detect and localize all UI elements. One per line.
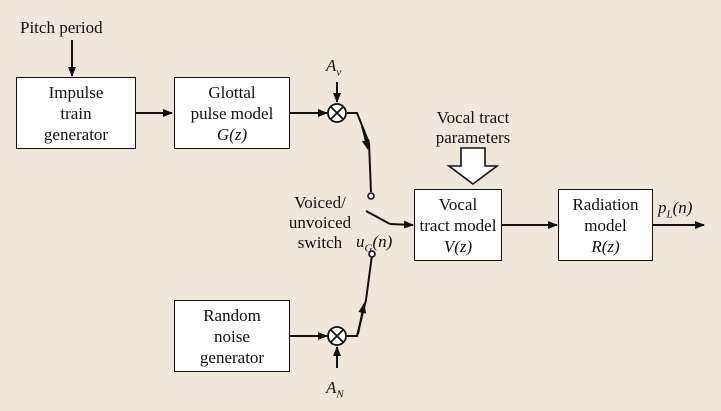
switch-line-3: switch [297,233,343,252]
impulse-line-2: train [60,103,92,123]
ug-base: u [356,232,365,251]
noise-line-1: Random [203,305,261,325]
parameters-hollow-arrow [446,147,500,185]
random-noise-generator-block: Random noise generator [174,300,290,372]
switch-contact-voiced [367,192,375,200]
radiation-transfer-function: R(z) [591,236,620,256]
voiced-path-line [347,112,372,193]
glottal-line-1: Glottal [208,82,256,102]
output-arg: (n) [672,198,693,217]
glottal-transfer-function: G(z) [216,124,248,144]
unvoiced-multiplier [327,326,347,346]
switch-to-vocal-arrow [389,220,414,229]
impulse-line-3: generator [43,124,109,144]
switch-contact-unvoiced [368,250,376,258]
impulse-line-1: Impulse [48,82,104,102]
vocal-line-1: Vocal [438,194,478,214]
av-sub: v [336,66,342,79]
switch-line-1: Voiced/ [294,193,346,212]
switch-label: Voiced/ unvoiced switch [272,193,368,253]
switch-line-2: unvoiced [288,213,352,232]
pitch-period-label: Pitch period [20,18,103,37]
vocal-transfer-function: V(z) [443,236,473,256]
unvoiced-path-arrow [357,303,367,335]
switch-arm [365,210,391,225]
av-label: Av [326,56,341,82]
impulse-train-generator-block: Impulse train generator [16,77,136,149]
ug-label: uG(n) [356,232,392,258]
vocal-tract-model-block: Vocal tract model V(z) [414,189,502,261]
glottal-pulse-model-block: Glottal pulse model G(z) [174,77,290,149]
radiation-line-1: Radiation [572,194,639,214]
output-sub: L [666,208,673,221]
radiation-model-block: Radiation model R(z) [558,189,653,261]
an-label: AN [326,378,344,404]
an-sub: N [336,388,344,401]
an-base: A [326,378,337,397]
noise-line-2: noise [214,326,250,346]
voiced-path-arrow [361,125,370,150]
voiced-multiplier [327,103,347,123]
ug-arg: (n) [372,232,393,251]
glottal-line-2: pulse model [190,103,274,123]
output-label: pL(n) [658,198,692,224]
output-base: p [658,198,667,217]
radiation-line-2: model [584,215,627,235]
vocal-line-2: tract model [419,215,497,235]
ug-sub: G [364,242,373,255]
parameters-line-2: parameters [435,128,511,147]
parameters-line-1: Vocal tract [436,108,510,127]
noise-line-3: generator [199,347,265,367]
av-base: A [326,56,337,75]
vocal-tract-parameters-label: Vocal tract parameters [412,108,534,148]
